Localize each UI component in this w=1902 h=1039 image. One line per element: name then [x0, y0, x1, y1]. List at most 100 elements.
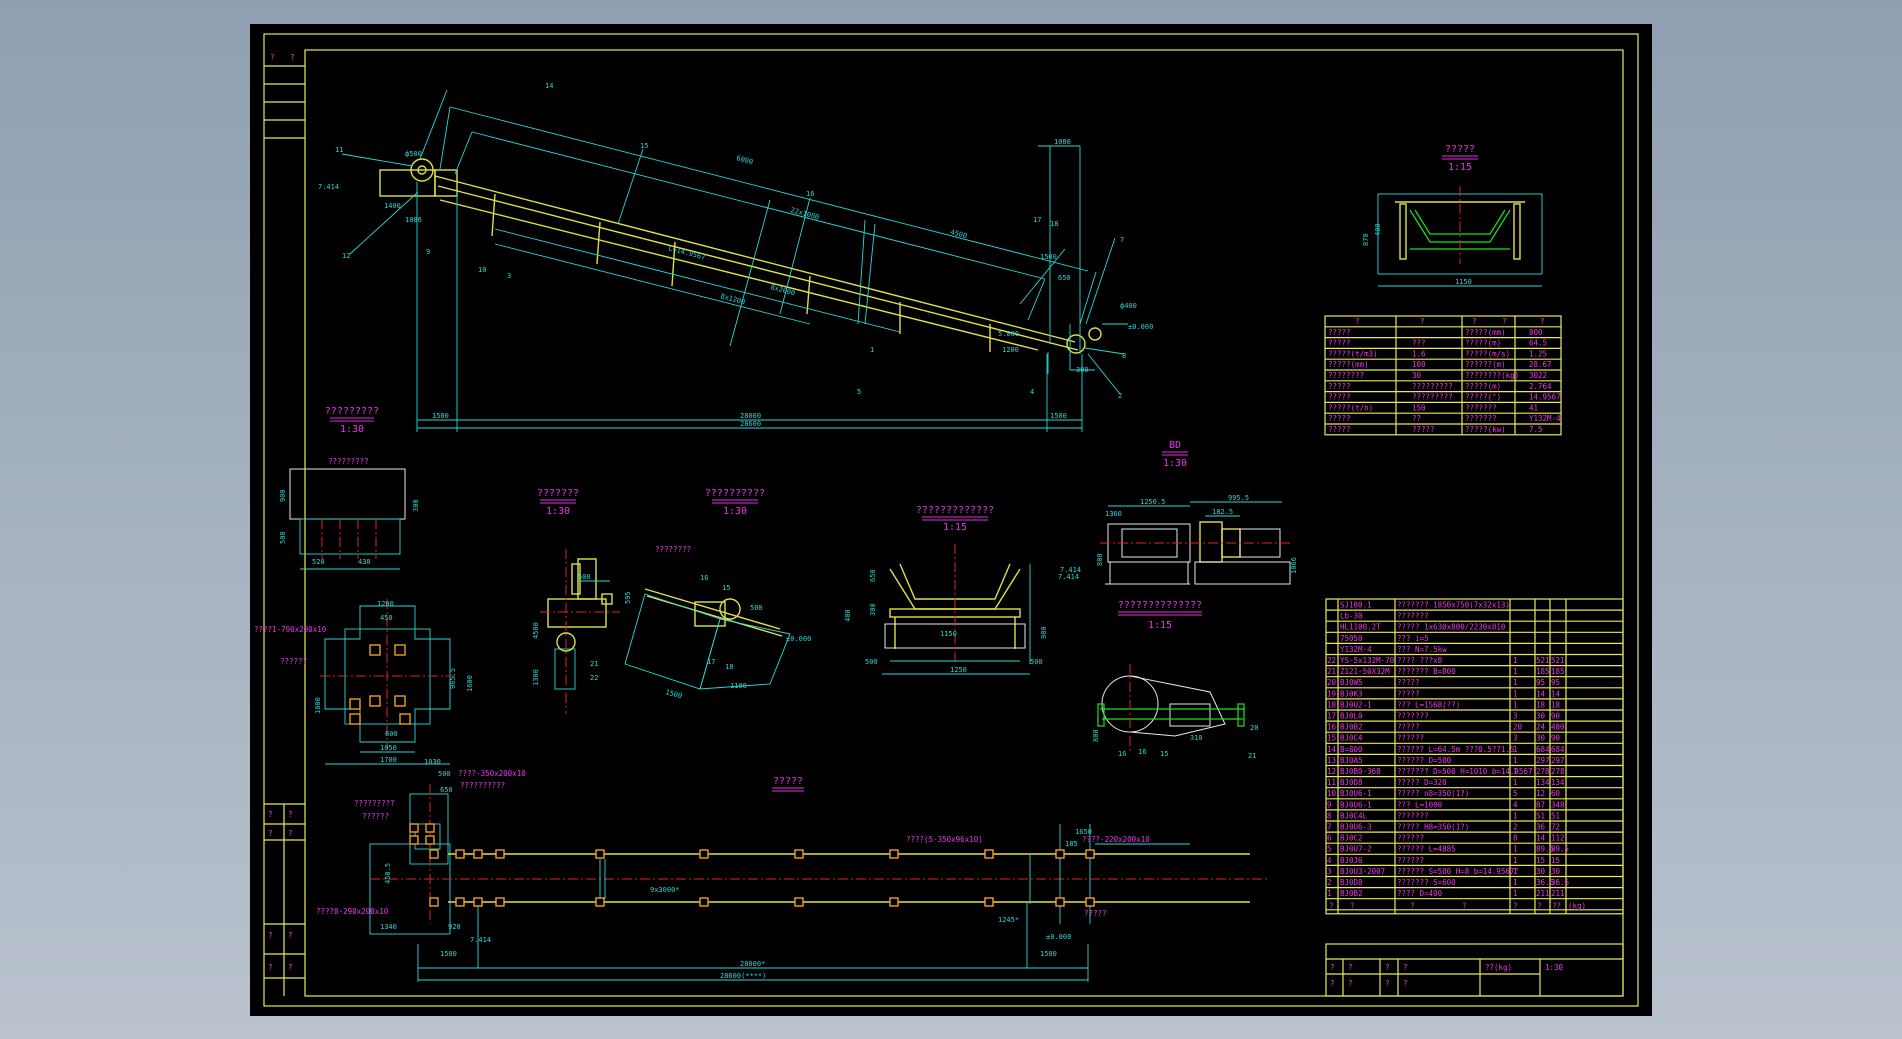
- title-block[interactable]: ? ? ? ? ??(kg) 1:30 ? ? ? ?: [1325, 943, 1624, 997]
- dim-label: 9x3000*: [650, 886, 680, 894]
- parts-footer-cell: (kg): [1568, 902, 1586, 911]
- parts-list-table[interactable]: SJ100.1??????? 1850x750(7x32x13)Lb-30???…: [1325, 598, 1624, 915]
- left-strip-top: ? ?: [264, 53, 305, 139]
- parts-cell: BJ0L0: [1340, 712, 1363, 721]
- view-scale: 1:30: [546, 506, 570, 517]
- part-number: 16: [1118, 750, 1126, 758]
- parts-cell: ???????: [1397, 612, 1429, 621]
- corner-mark: ?: [290, 53, 295, 62]
- part-number: 14: [545, 82, 553, 90]
- parts-footer-cell: ??: [1552, 902, 1561, 911]
- pulley-detail-view[interactable]: ????????? 1:30 ????????? 900 500 520 430…: [279, 406, 420, 570]
- strip-mark: ?: [288, 810, 293, 819]
- plan-label: ?????: [1084, 909, 1107, 918]
- view-scale: 1:30: [340, 424, 364, 435]
- parts-cell: 348: [1551, 800, 1565, 809]
- parts-cell: ???????: [1397, 811, 1429, 820]
- foundation-label: ??????: [280, 657, 307, 666]
- dim-label: 300: [412, 499, 420, 512]
- plan-label: ????8-290x200x10: [316, 907, 389, 916]
- parts-cell: 9: [1327, 800, 1332, 809]
- dim-label: 920: [448, 923, 461, 931]
- dim-label: 1100: [730, 682, 747, 690]
- plan-label: ?????????: [354, 799, 395, 808]
- table-cell: 64.5: [1529, 339, 1547, 348]
- side-elevation-view[interactable]: ф500 7.414 1400 1086 6000 22x1000 4500 L…: [318, 82, 1153, 432]
- parts-cell: YS-5x132M-70: [1340, 656, 1395, 665]
- part-number: 16: [806, 190, 814, 198]
- parts-cell: 95: [1536, 678, 1545, 687]
- title-mark: ?: [1348, 979, 1353, 988]
- view-scale: 1:15: [1148, 620, 1172, 631]
- parts-cell: 1: [1513, 700, 1518, 709]
- parts-cell: 1: [1513, 778, 1518, 787]
- parts-cell: ??????: [1397, 834, 1424, 843]
- part-number: 21: [590, 660, 598, 668]
- dim-label: 1066: [1290, 557, 1298, 574]
- parts-footer-cell: ?: [1329, 902, 1334, 911]
- view-title: ??????????????: [1118, 600, 1202, 611]
- parts-cell: 4: [1327, 856, 1332, 865]
- strip-mark: ?: [288, 963, 293, 972]
- parts-cell: 2: [1327, 878, 1332, 887]
- cross-section-view[interactable]: ????? 1:15 1150 870 400: [1362, 144, 1543, 287]
- parts-cell: B=800: [1340, 745, 1363, 754]
- dim-label: 28600: [740, 420, 761, 428]
- title-mark: ?: [1348, 963, 1353, 972]
- table-cell: ?????: [1328, 382, 1351, 391]
- tail-small-view[interactable]: ?????????? 1:30 ???????? 1500 1100 ±0.00…: [624, 488, 811, 700]
- dim-label: ±0.000: [1128, 323, 1153, 331]
- drive-small-view[interactable]: ??????? 1:30 500 595 4500 1300 21 22: [532, 488, 632, 714]
- dim-label: 300: [1076, 366, 1089, 374]
- plan-label: ????(5-350x96x10): [906, 835, 983, 844]
- dim-label: 1080: [1054, 138, 1071, 146]
- trough-idler-view[interactable]: ????????????? 1:15 1150 1250 500 300 650: [844, 505, 1079, 675]
- parts-cell: ??????: [1397, 856, 1424, 865]
- parts-cell: BJ0U6-3: [1340, 823, 1372, 832]
- dim-label: 520: [312, 558, 325, 566]
- parts-cell: BJ0U6-1: [1340, 789, 1372, 798]
- part-number: 20: [1250, 724, 1258, 732]
- title-mark: ?: [1330, 979, 1335, 988]
- part-number: 17: [1033, 216, 1041, 224]
- detail-label: ????????: [655, 545, 691, 554]
- parts-cell: 75050: [1340, 634, 1363, 643]
- parts-footer-cell: ?: [1537, 902, 1542, 911]
- table-cell: ?????: [1328, 393, 1351, 402]
- dim-label: 500: [438, 770, 451, 778]
- parts-cell: BJ0C4L: [1340, 811, 1368, 820]
- parts-cell: 3: [1513, 712, 1518, 721]
- outer-frame: [263, 33, 1639, 1007]
- parts-footer-cell: ?: [1513, 902, 1518, 911]
- dim-label: 4500: [949, 228, 967, 240]
- bottom-plan-view[interactable]: ?????: [316, 758, 1270, 982]
- return-idler-view[interactable]: ?????????????? 1:15 16 16 15 20 21 310 8…: [1092, 600, 1258, 760]
- parts-cell: BJ0B2: [1340, 723, 1363, 732]
- strip-mark: ?: [288, 931, 293, 940]
- parts-cell: ????? H8=350(1?): [1397, 823, 1469, 832]
- dim-label: 182.5: [1212, 508, 1233, 516]
- drive-unit-view[interactable]: BD 1:30 1250.5 1360 995.5: [1060, 440, 1298, 585]
- dim-label: 595: [624, 591, 632, 604]
- dim-label: 450: [380, 614, 393, 622]
- parts-cell: 11: [1327, 778, 1336, 787]
- table-cell: 41: [1529, 403, 1538, 412]
- parts-cell: 89.5: [1551, 845, 1569, 854]
- plan-label: ????-350x200x10: [458, 769, 526, 778]
- tech-parameter-table[interactable]: ???????????????(mm)800?????????????(m)64…: [1324, 315, 1562, 436]
- foundation-plan-view[interactable]: ????1-790x200x10 ?????? 1200 450 600 170…: [254, 599, 474, 765]
- parts-cell: SJ100.1: [1340, 601, 1372, 610]
- dim-label: 1245*: [998, 916, 1019, 924]
- plan-label: ??????????: [460, 781, 505, 790]
- drawing-sheet: ? ? ? ? ? ? ? ? ? ?: [250, 24, 1652, 1016]
- dim-label: 965.5: [449, 668, 457, 689]
- parts-cell: 12: [1536, 789, 1545, 798]
- parts-cell: BJ0D8: [1340, 878, 1363, 887]
- parts-cell: 22: [1327, 656, 1336, 665]
- title-mark: ?: [1403, 963, 1408, 972]
- parts-cell: 1: [1513, 689, 1518, 698]
- dim-label: 1250.5: [1140, 498, 1165, 506]
- parts-cell: ??????: [1397, 734, 1424, 743]
- parts-cell: 89.5: [1536, 845, 1554, 854]
